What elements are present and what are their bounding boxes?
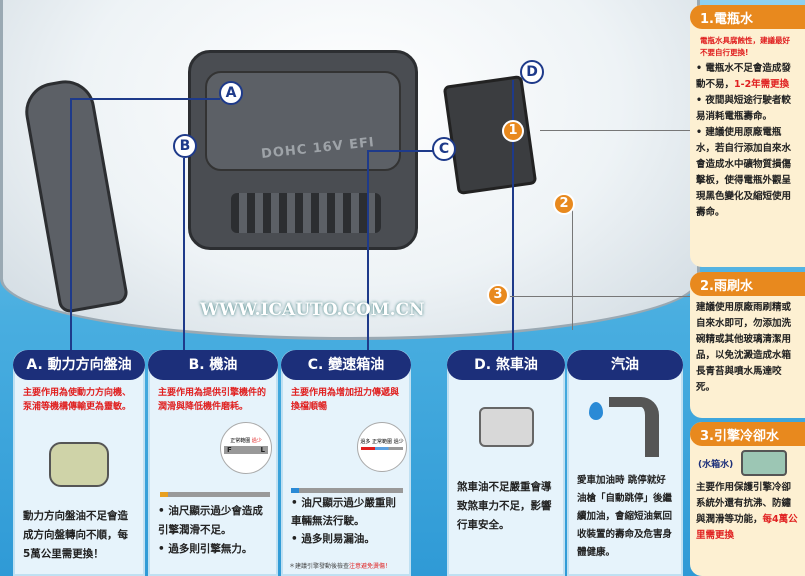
- connector-line: [367, 150, 433, 152]
- number-3: 3: [487, 284, 509, 306]
- reservoir-icon: [49, 442, 109, 487]
- dipstick-zoom: 過多 正常範圍 過少: [357, 422, 407, 472]
- connector-line: [70, 100, 72, 350]
- dipstick-icon: [160, 492, 270, 497]
- card-bullets: • 油尺顯示過少會造成引擎潤滑不足。• 過多則引擎無力。: [158, 505, 263, 555]
- panel-battery-water: 1.電瓶水 電瓶水具腐蝕性，建議最好不要自行更換! • 電瓶水不足會造成發動不易…: [690, 5, 805, 267]
- panel-text: 主要作用保護引擎冷卻系統外還有抗沸、防鏽與潤滑等功能，每4萬公里需更換: [696, 482, 798, 541]
- marker-d: D: [520, 60, 544, 84]
- connector-line: [183, 158, 185, 350]
- panel-text: 建議使用原廠雨刷精或自來水即可，勿添加洗碗精或其他玻璃清潔用品，以免沈澱造成水箱…: [696, 302, 792, 393]
- dipstick-full-mark: F: [227, 446, 232, 454]
- card-intro: 主要作用為增加扭力傳遞與換檔順暢: [291, 388, 400, 412]
- panel-title: 1.電瓶水: [690, 5, 805, 29]
- marker-c: C: [432, 137, 456, 161]
- card-transmission-oil: C. 變速箱油 主要作用為增加扭力傳遞與換檔順暢 過多 正常範圍 過少 • 油尺…: [281, 350, 411, 576]
- card-body: 愛車加油時 跳停就好油槍「自動跳停」後繼續加油，會縮短油氣回收裝置的壽命及危害身…: [577, 475, 673, 558]
- panel-text: 電瓶水具腐蝕性，建議最好不要自行更換! • 電瓶水不足會造成發動不易，1-2年需…: [696, 36, 792, 218]
- engine-fins: [231, 193, 381, 233]
- dipstick-label: 正常範圍: [230, 438, 251, 444]
- connector-line: [512, 80, 514, 350]
- card-title: 汽油: [567, 350, 683, 380]
- panel-washer-fluid: 2.雨刷水 建議使用原廠雨刷精或自來水即可，勿添加洗碗精或其他玻璃清潔用品，以免…: [690, 272, 805, 418]
- connector-line: [540, 130, 690, 131]
- card-title: B. 機油: [148, 350, 278, 380]
- card-gasoline: 汽油 愛車加油時 跳停就好油槍「自動跳停」後繼續加油，會縮短油氣回收裝置的壽命及…: [567, 350, 683, 576]
- card-note: ＊建議引擎發動後檢查注意避免燙傷！: [289, 563, 392, 570]
- card-bullets: • 油尺顯示過少嚴重則車輛無法行駛。• 過多則易漏油。: [291, 497, 396, 545]
- watermark: WWW.ICAUTO.COM.CN: [200, 300, 425, 320]
- card-title: D. 煞車油: [447, 350, 565, 380]
- connector-line: [367, 150, 369, 350]
- connector-line: [572, 205, 573, 330]
- marker-a: A: [219, 81, 243, 105]
- coolant-tank-icon: [741, 450, 788, 476]
- number-1: 1: [502, 120, 524, 142]
- fuel-nozzle-icon: [609, 397, 659, 457]
- number-2: 2: [553, 193, 575, 215]
- panel-title: 2.雨刷水: [690, 272, 805, 296]
- card-power-steering-oil: A. 動力方向盤油 主要作用為使動力方向機、泵浦等機構傳輸更為靈敏。 動力方向盤…: [13, 350, 145, 576]
- card-title: A. 動力方向盤油: [13, 350, 145, 380]
- card-title: C. 變速箱油: [281, 350, 411, 380]
- panel-coolant: 3.引擎冷卻水 (水箱水) 主要作用保護引擎冷卻系統外還有抗沸、防鏽與潤滑等功能…: [690, 422, 805, 576]
- dipstick-label: 過多: [360, 439, 371, 445]
- connector-line: [510, 296, 690, 297]
- card-intro: 主要作用為使動力方向機、泵浦等機構傳輸更為靈敏。: [23, 388, 132, 412]
- panel-subtitle: (水箱水): [698, 459, 734, 470]
- fuel-drop-icon: [589, 402, 603, 420]
- panel-title: 3.引擎冷卻水: [690, 422, 805, 446]
- brake-reservoir-icon: [478, 407, 534, 447]
- card-engine-oil: B. 機油 主要作用為提供引擎機件的潤滑與降低機件磨耗。 正常範圍 過少 F L •…: [148, 350, 278, 576]
- connector-line: [70, 98, 220, 100]
- card-body: 煞車油不足嚴重會導致煞車力不足，影響行車安全。: [457, 481, 552, 531]
- dipstick-low-mark: L: [260, 446, 265, 454]
- card-body: 動力方向盤油不足會造成方向盤轉向不順，每5萬公里需更換！: [23, 510, 128, 560]
- card-brake-fluid: D. 煞車油 煞車油不足嚴重會導致煞車力不足，影響行車安全。: [447, 350, 565, 576]
- dipstick-label: 過少: [251, 438, 262, 444]
- dipstick-zoom: 正常範圍 過少 F L: [220, 422, 272, 474]
- marker-b: B: [173, 134, 197, 158]
- dipstick-icon: [291, 488, 403, 493]
- dipstick-label: 過少: [393, 439, 404, 445]
- card-intro: 主要作用為提供引擎機件的潤滑與降低機件磨耗。: [158, 388, 267, 412]
- dipstick-label: 正常範圍: [371, 439, 392, 445]
